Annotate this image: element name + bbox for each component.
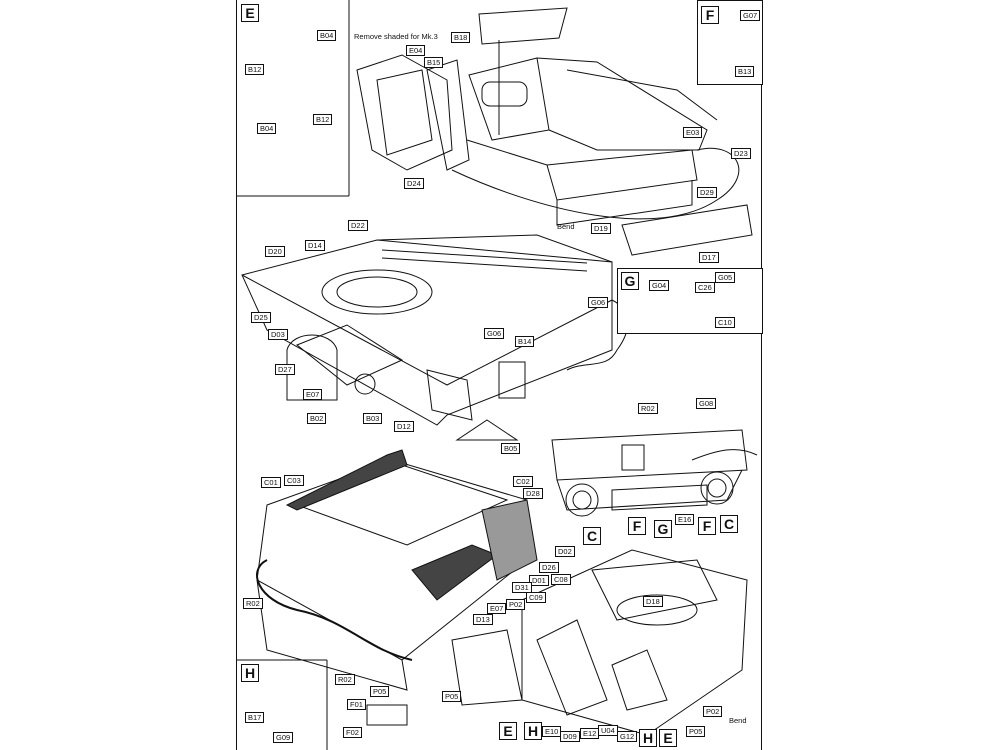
view-marker: H [524,722,542,740]
part-label: B12 [313,114,333,125]
part-label: P02 [703,706,723,717]
part-label: F02 [343,727,362,738]
part-label: B13 [735,66,755,77]
step3-drawing [551,429,758,517]
part-label: R02 [335,674,355,685]
view-marker: E [499,722,517,740]
part-label: D09 [560,731,580,742]
part-label: G12 [617,731,638,742]
part-label: E07 [487,603,507,614]
part-label: D23 [731,148,751,159]
part-label: E12 [580,728,600,739]
part-label: R02 [638,403,658,414]
part-label: B05 [501,443,521,454]
view-marker: C [583,527,601,545]
part-label: D19 [591,223,611,234]
part-label: C26 [695,282,715,293]
view-marker: F [628,517,646,535]
view-marker: C [720,515,738,533]
part-label: B15 [424,57,444,68]
instruction-sheet: E B04 B12 B04 B12 F G07 B13 Remove shade… [236,0,763,750]
panel-g-marker: G [621,272,639,290]
view-marker: G [654,520,672,538]
step4-drawing [256,449,538,691]
part-label: B04 [257,123,277,134]
panel-e-marker: E [241,4,259,22]
panel-f-marker: F [701,6,719,24]
part-label: D01 [529,575,549,586]
part-label: C09 [526,592,546,603]
part-label: C08 [551,574,571,585]
part-label: D02 [555,546,575,557]
part-label: P05 [686,726,706,737]
part-label: E16 [675,514,695,525]
step4-right-drawing [366,549,748,736]
view-marker: E [659,729,677,747]
view-marker: H [639,729,657,747]
part-label: D14 [305,240,325,251]
part-label: G07 [740,10,761,21]
part-label: C02 [513,476,533,487]
part-label: E10 [542,726,562,737]
part-label: P05 [370,686,390,697]
part-label: B02 [307,413,327,424]
part-label: G09 [273,732,294,743]
note-bend: Bend [557,222,575,231]
line-art [237,0,758,750]
part-label: D25 [251,312,271,323]
part-label: G06 [588,297,609,308]
part-label: D12 [394,421,414,432]
part-label: E07 [303,389,323,400]
part-label: D27 [275,364,295,375]
part-label: D03 [268,329,288,340]
part-label: B17 [245,712,265,723]
part-label: D18 [643,596,663,607]
note-bend-2: Bend [729,716,747,725]
part-label: D28 [523,488,543,499]
part-label: D26 [539,562,559,573]
part-label: B04 [317,30,337,41]
part-label: D20 [265,246,285,257]
part-label: G08 [696,398,717,409]
part-label: B03 [363,413,383,424]
part-label: P05 [442,691,462,702]
part-label: R02 [243,598,263,609]
part-label: B18 [451,32,471,43]
part-label: D24 [404,178,424,189]
step2-drawing [241,234,629,441]
part-label: E03 [683,127,703,138]
part-label: G06 [484,328,505,339]
part-label: U04 [598,725,618,736]
panel-g [617,268,763,334]
part-label: C01 [261,477,281,488]
panel-h-marker: H [241,664,259,682]
part-label: G04 [649,280,670,291]
part-label: D29 [697,187,717,198]
part-label: C10 [715,317,735,328]
part-label: E04 [406,45,426,56]
part-label: D31 [512,582,532,593]
part-label: D17 [699,252,719,263]
part-label: P02 [506,599,526,610]
step1-drawing [356,7,753,256]
part-label: B14 [515,336,535,347]
part-label: C03 [284,475,304,486]
part-label: F01 [347,699,366,710]
part-label: G05 [715,272,736,283]
part-label: B12 [245,64,265,75]
part-label: D22 [348,220,368,231]
note-remove-shaded: Remove shaded for Mk.3 [354,32,438,41]
part-label: D13 [473,614,493,625]
view-marker: F [698,517,716,535]
